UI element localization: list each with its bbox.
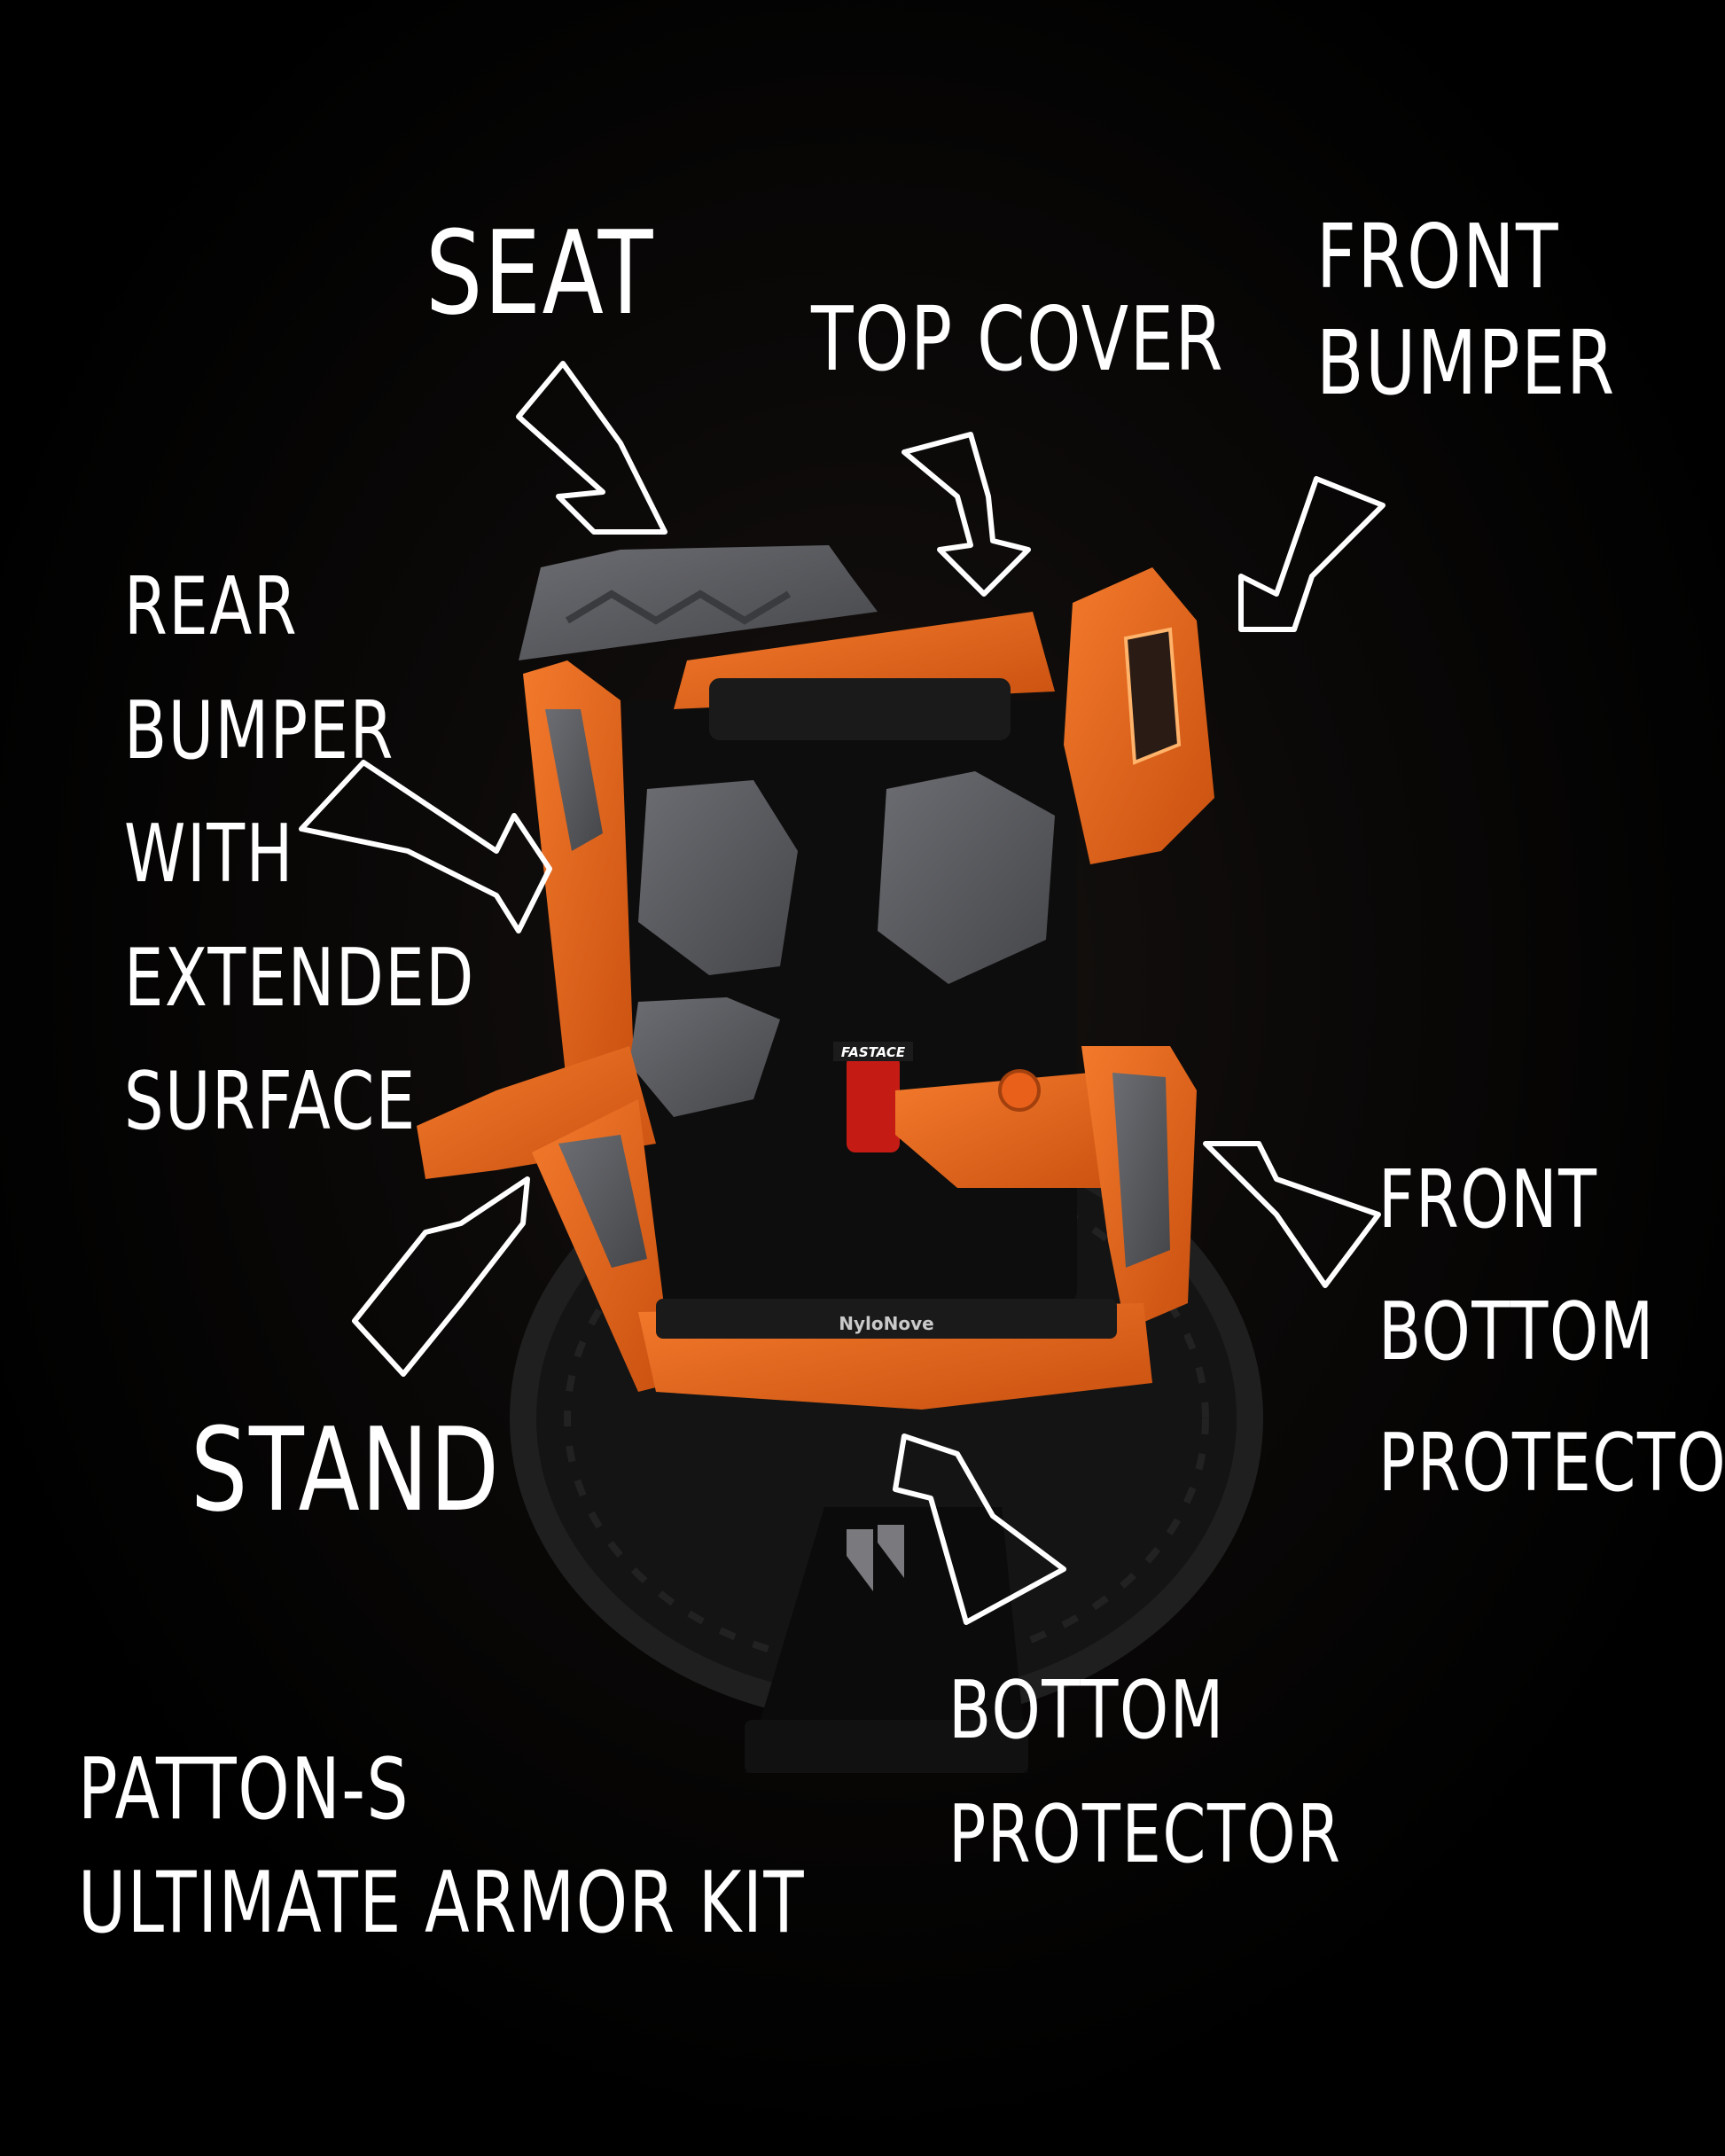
kit-title-line1: PATTON-S [78, 1741, 410, 1839]
power-plug [847, 1055, 900, 1152]
label-front-bumper: Front Bumper [1316, 204, 1616, 417]
stand-foot [895, 1073, 1143, 1188]
pedal-left [638, 780, 798, 975]
label-rear-bumper-line1: rear [124, 560, 299, 653]
label-fbp-line1: Front [1378, 1153, 1598, 1246]
label-rear-bumper-line4: Extended [124, 931, 475, 1025]
seat [519, 545, 878, 660]
label-fbp-line2: Bottom [1378, 1285, 1655, 1379]
plug-brand: FASTACE [841, 1044, 906, 1060]
label-stand: STAND [191, 1410, 501, 1531]
label-front-bumper-line2: Bumper [1316, 311, 1616, 415]
kit-title-line2: ULTIMATE ARMOR KIT [78, 1855, 806, 1953]
label-seat-text: Seat [425, 206, 655, 340]
label-front-bumper-line1: Front [1316, 205, 1560, 309]
label-top-cover-text: top cover [811, 287, 1225, 391]
knob [998, 1069, 1041, 1112]
label-stand-text: STAND [191, 1402, 501, 1537]
label-rear-bumper-line2: bumper [124, 684, 394, 777]
label-rear-bumper-line5: Surface [124, 1055, 417, 1148]
label-rear-bumper: rear bumper With Extended Surface [124, 545, 475, 1164]
base-logo [847, 1525, 904, 1591]
label-top-cover: top cover [811, 293, 1224, 386]
bumper-brand: NyloNove [839, 1313, 933, 1334]
label-seat: Seat [425, 213, 654, 334]
pedal-right [878, 771, 1055, 984]
label-fbp-line3: Protector [1378, 1417, 1725, 1510]
label-rear-bumper-line3: With [124, 808, 295, 901]
label-bp-line1: Bottom [948, 1664, 1225, 1757]
kit-title: PATTON-S ULTIMATE ARMOR KIT [78, 1733, 805, 1961]
label-front-bottom-protector: Front Bottom Protector [1378, 1135, 1725, 1530]
label-bottom-protector: Bottom Protector [948, 1649, 1342, 1896]
label-bp-line2: Protector [948, 1787, 1342, 1881]
